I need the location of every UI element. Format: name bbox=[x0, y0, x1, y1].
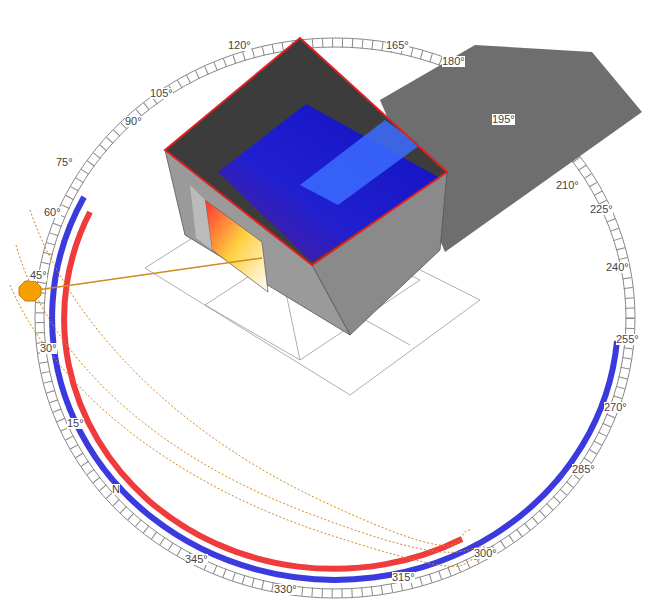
compass-label: 210° bbox=[556, 180, 579, 191]
compass-label: 255° bbox=[616, 334, 639, 345]
compass-label: 120° bbox=[228, 40, 251, 51]
compass-label: 75° bbox=[56, 157, 73, 168]
compass-label: 90° bbox=[125, 116, 142, 127]
sun-ray bbox=[30, 258, 262, 291]
room-interior bbox=[165, 38, 447, 265]
compass-label: 270° bbox=[604, 402, 627, 413]
window-reveal bbox=[190, 185, 212, 250]
compass-label: N bbox=[112, 484, 120, 495]
compass-label: 15° bbox=[67, 418, 84, 429]
compass-label: 330° bbox=[274, 584, 297, 595]
sun-symbol bbox=[19, 281, 41, 301]
compass-label: 45° bbox=[30, 270, 47, 281]
red-arc bbox=[64, 212, 462, 569]
sun-patch bbox=[300, 120, 420, 205]
compass-label: 105° bbox=[150, 88, 173, 99]
compass-label: 285° bbox=[572, 464, 595, 475]
compass-label: 345° bbox=[185, 554, 208, 565]
compass-label: 225° bbox=[590, 204, 613, 215]
compass-label: 165° bbox=[386, 40, 409, 51]
compass-label: 195° bbox=[492, 114, 515, 125]
blue-arc bbox=[52, 197, 617, 580]
compass-label: 30° bbox=[40, 343, 57, 354]
sun-path bbox=[10, 210, 490, 566]
compass-label: 300° bbox=[474, 548, 497, 559]
roof-outline bbox=[165, 38, 447, 265]
compass-label: 180° bbox=[442, 56, 465, 67]
compass-label: 60° bbox=[44, 207, 61, 218]
compass-label: 240° bbox=[606, 262, 629, 273]
room-floor bbox=[218, 104, 440, 262]
compass-label: 315° bbox=[392, 572, 415, 583]
